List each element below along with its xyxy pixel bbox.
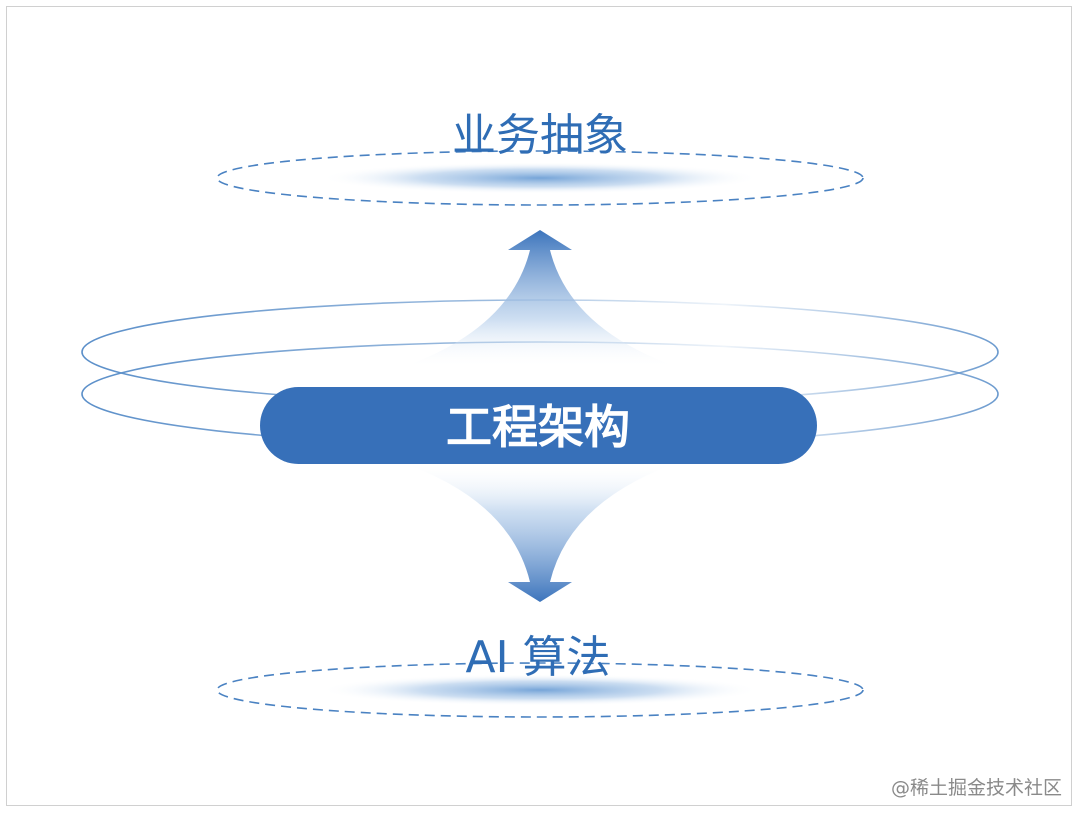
bottom-glow: [320, 674, 760, 706]
top-dashed-ring: [216, 150, 864, 206]
watermark: @稀土掘金技术社区: [890, 777, 1062, 799]
bottom-dashed-ring: [216, 662, 864, 718]
top-layer: 业务抽象: [216, 110, 864, 206]
top-label: 业务抽象: [452, 110, 628, 161]
up-arrow-icon: [400, 230, 680, 368]
center-pill: [260, 387, 817, 464]
bottom-layer: AI 算法: [216, 632, 864, 718]
down-arrow-icon: [400, 462, 680, 602]
top-glow: [320, 162, 760, 194]
center-layer: 工程架构: [260, 387, 817, 464]
bottom-label: AI 算法: [465, 632, 610, 683]
center-label: 工程架构: [446, 400, 630, 454]
